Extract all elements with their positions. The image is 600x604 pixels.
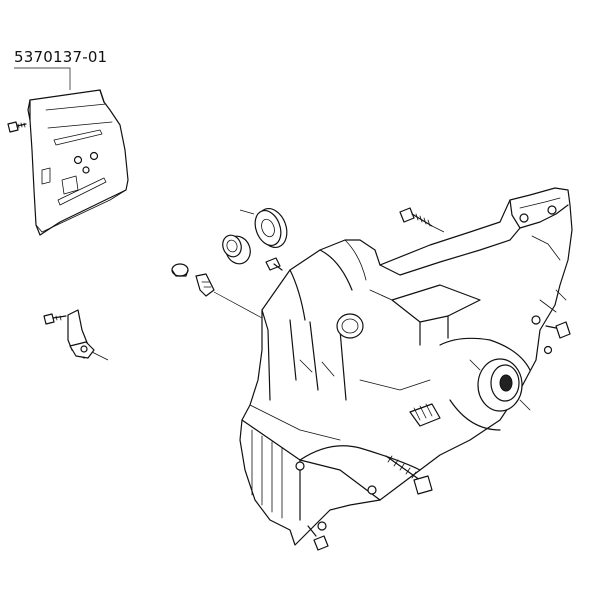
bearing [239, 208, 288, 248]
spring-pin [195, 273, 263, 319]
part-number-label: 5370137-01 [14, 48, 108, 66]
guard-plate-screw [7, 121, 27, 133]
small-bracket [67, 309, 109, 361]
housing-screw-bottom [307, 525, 329, 551]
long-bolt-top [399, 207, 445, 233]
long-bolt-bottom [385, 455, 433, 495]
crankcase-housing [239, 187, 573, 546]
part-number-leader [14, 67, 71, 90]
chain-guard-plate [27, 89, 129, 236]
bracket-screw [43, 313, 67, 325]
spacer-bushing [222, 234, 251, 265]
housing-screw-right [545, 321, 571, 339]
small-screw [265, 257, 283, 271]
rubber-plug [171, 263, 189, 277]
